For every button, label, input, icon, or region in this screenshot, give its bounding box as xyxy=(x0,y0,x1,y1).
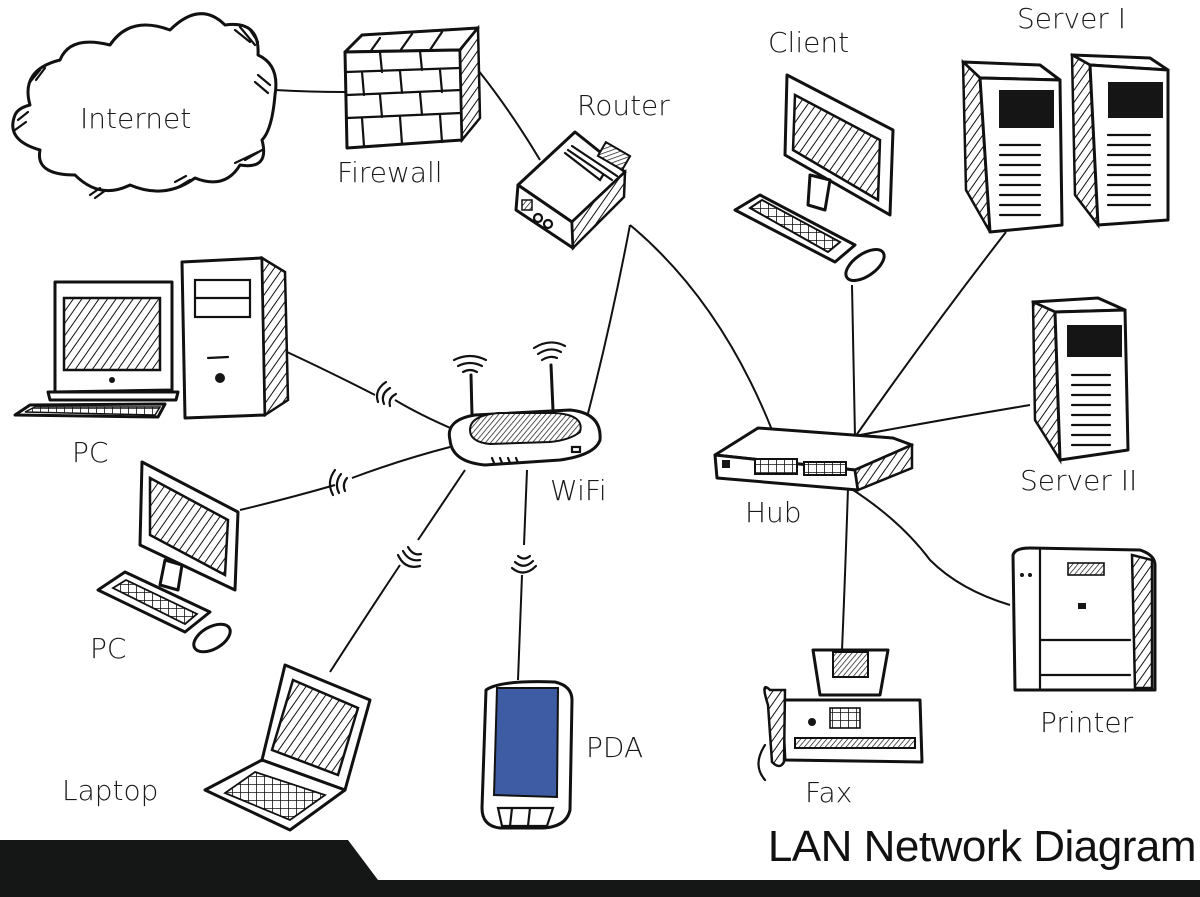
wireless-signal-icon xyxy=(452,354,488,374)
link-wifi-pda xyxy=(517,469,528,681)
pda-icon xyxy=(480,680,574,830)
pc-2-label: PC xyxy=(90,632,126,665)
router-icon xyxy=(514,130,632,251)
page-title: LAN Network Diagram xyxy=(767,822,1197,871)
hub-icon xyxy=(713,426,914,492)
printer-label: Printer xyxy=(1040,706,1134,739)
printer-icon xyxy=(1011,546,1157,692)
wifi-label: WiFi xyxy=(550,474,607,507)
server-1-label: Server I xyxy=(1017,2,1126,35)
footer-band xyxy=(0,840,1200,897)
wireless-signal-icon xyxy=(328,468,349,497)
link-server2-hub xyxy=(859,404,1031,436)
hub-label: Hub xyxy=(745,496,802,529)
router-label: Router xyxy=(577,89,670,122)
firewall-icon xyxy=(343,24,482,150)
wireless-signal-icon xyxy=(510,554,538,574)
wireless-signal-icons xyxy=(328,341,567,574)
wireless-signal-icon xyxy=(375,380,398,408)
server-2-icon xyxy=(1031,296,1130,465)
connection-lines xyxy=(239,69,1031,681)
link-client-hub xyxy=(851,284,856,438)
link-hub-printer xyxy=(849,487,1011,606)
fax-icon xyxy=(757,648,924,782)
client-computer-icon xyxy=(733,73,895,283)
pc-1-label: PC xyxy=(72,436,108,469)
link-router-wifi xyxy=(584,224,631,426)
wireless-signal-icon xyxy=(532,341,567,362)
firewall-label: Firewall xyxy=(337,156,443,189)
client-label: Client xyxy=(768,26,849,59)
fax-label: Fax xyxy=(805,776,852,809)
link-firewall-router xyxy=(477,69,541,161)
pc-1-desktop-icon xyxy=(13,255,290,420)
pda-label: PDA xyxy=(586,731,643,764)
server-2-label: Server II xyxy=(1020,464,1137,497)
link-wifi-pc2 xyxy=(239,446,451,511)
wifi-router-icon xyxy=(447,363,602,467)
link-internet-firewall xyxy=(274,89,346,93)
link-server1-hub xyxy=(854,231,1007,438)
server-1-icon xyxy=(961,52,1170,234)
internet-cloud-icon xyxy=(11,12,278,200)
link-wifi-laptop xyxy=(329,469,466,673)
link-wifi-pc1 xyxy=(286,351,456,431)
internet-label: Internet xyxy=(80,102,191,135)
link-hub-fax xyxy=(841,487,849,651)
pc-2-desktop-icon xyxy=(96,460,240,654)
link-router-hub xyxy=(629,224,773,431)
laptop-icon xyxy=(203,663,372,832)
laptop-label: Laptop xyxy=(62,774,158,807)
wireless-signal-icon xyxy=(396,545,423,568)
